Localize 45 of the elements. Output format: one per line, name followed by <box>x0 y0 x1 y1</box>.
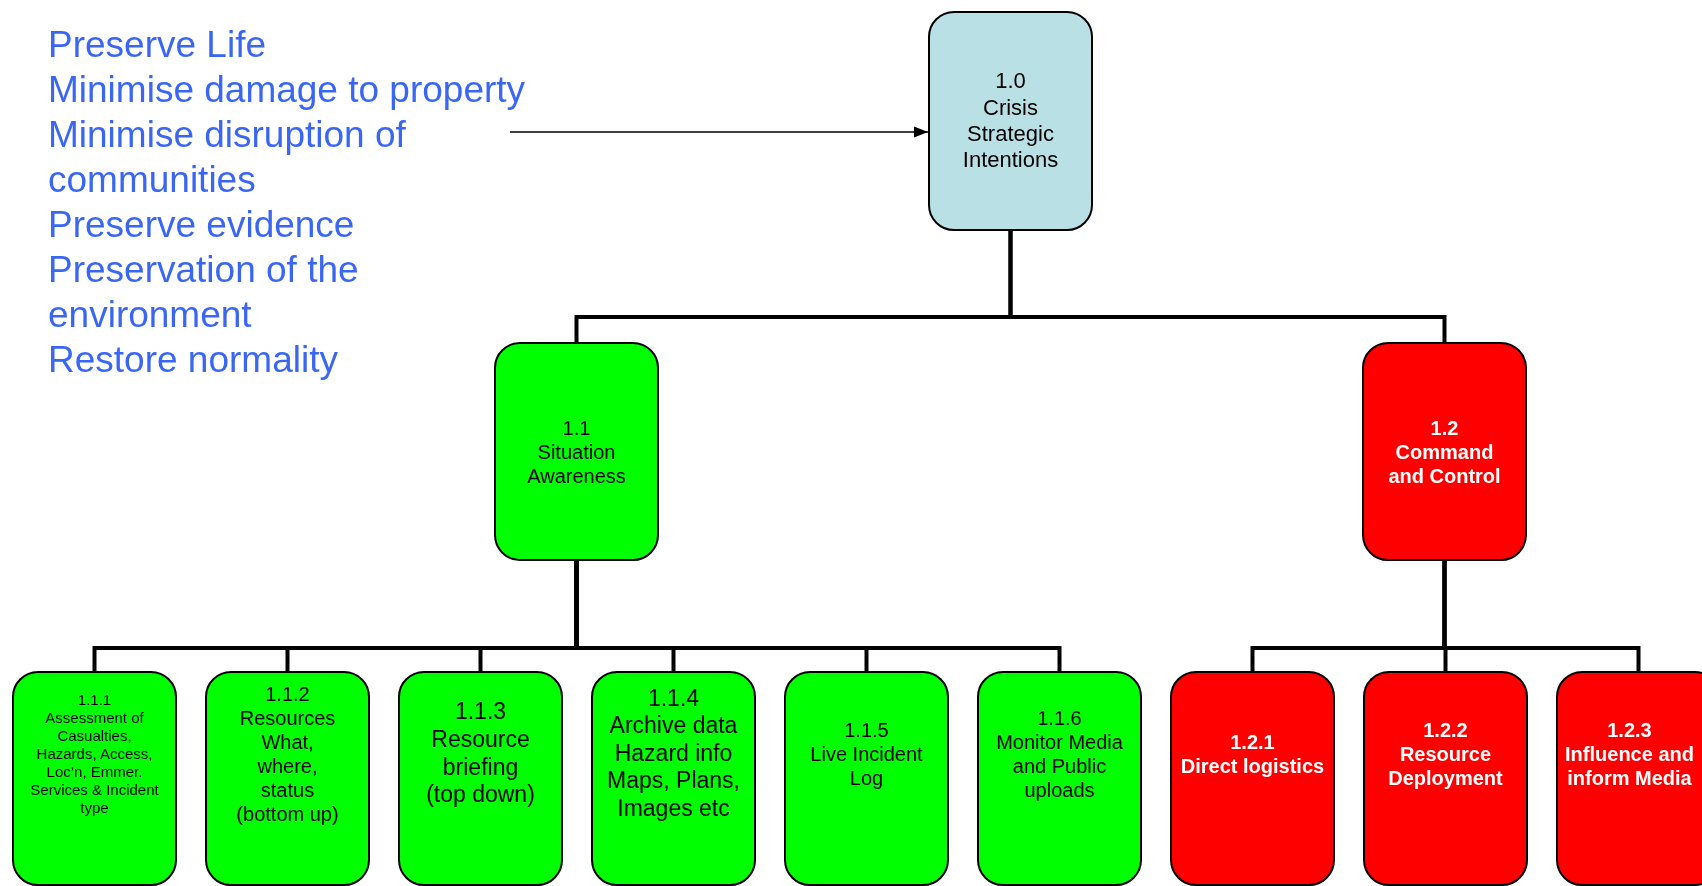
box-label: Influence and inform Media <box>1564 741 1695 790</box>
box-number: 1.2.2 <box>1423 717 1468 742</box>
process-box <box>494 342 659 561</box>
objective-text: Preserve evidence <box>48 203 355 247</box>
arrow <box>509 126 929 138</box>
objective-text: Minimise disruption of communities <box>48 113 407 202</box>
box-label: Monitor Media and Public uploads <box>995 729 1124 802</box>
box-number: 1.1.1 <box>77 690 112 709</box>
objective-text: Preservation of the environment <box>48 248 360 337</box>
box-number: 1.1.2 <box>265 681 310 706</box>
process-box <box>12 671 177 886</box>
box-label: Resource briefing (top down) <box>426 725 535 809</box>
process-box <box>205 671 370 886</box>
box-number: 1.1.5 <box>844 717 889 742</box>
objective-text: Preserve Life <box>48 23 266 67</box>
box-number: 1.1.6 <box>1037 705 1082 730</box>
objective-text: Minimise damage to property <box>48 68 526 112</box>
box-label: Situation Awareness <box>526 439 627 488</box>
box-label: Command and Control <box>1387 439 1502 488</box>
box-label: Live Incident Log <box>810 741 923 790</box>
connector-line <box>1008 231 1447 342</box>
box-number: 1.0 <box>995 68 1026 95</box>
process-box <box>784 671 949 886</box>
process-box <box>1170 671 1335 886</box>
box-number: 1.1.4 <box>647 684 700 713</box>
box-number: 1.2 <box>1430 415 1459 440</box>
box-number: 1.1.3 <box>454 698 507 726</box>
box-number: 1.1 <box>562 415 591 440</box>
box-label: Crisis Strategic Intentions <box>961 94 1060 174</box>
process-box <box>1556 671 1702 886</box>
process-box <box>928 11 1093 231</box>
box-label: Resource Deployment <box>1387 741 1504 790</box>
process-box <box>591 671 756 886</box>
objective-text: Restore normality <box>48 338 338 382</box>
box-label: Archive data Hazard info Maps, Plans, Images etc <box>606 712 741 823</box>
process-box <box>977 671 1142 886</box>
process-box <box>1362 342 1527 561</box>
process-box <box>1363 671 1528 886</box>
process-box <box>398 671 563 886</box>
box-number: 1.2.1 <box>1230 729 1275 754</box>
box-number: 1.2.3 <box>1607 717 1652 742</box>
connector-line <box>1442 561 1641 671</box>
box-label: Direct logistics <box>1180 753 1325 778</box>
box-label: Assessment of Casualties, Hazards, Access, Loc’n, Emmer. Services & Incident type <box>29 708 160 817</box>
box-label: Resources What, where, status (bottom up) <box>235 705 340 826</box>
